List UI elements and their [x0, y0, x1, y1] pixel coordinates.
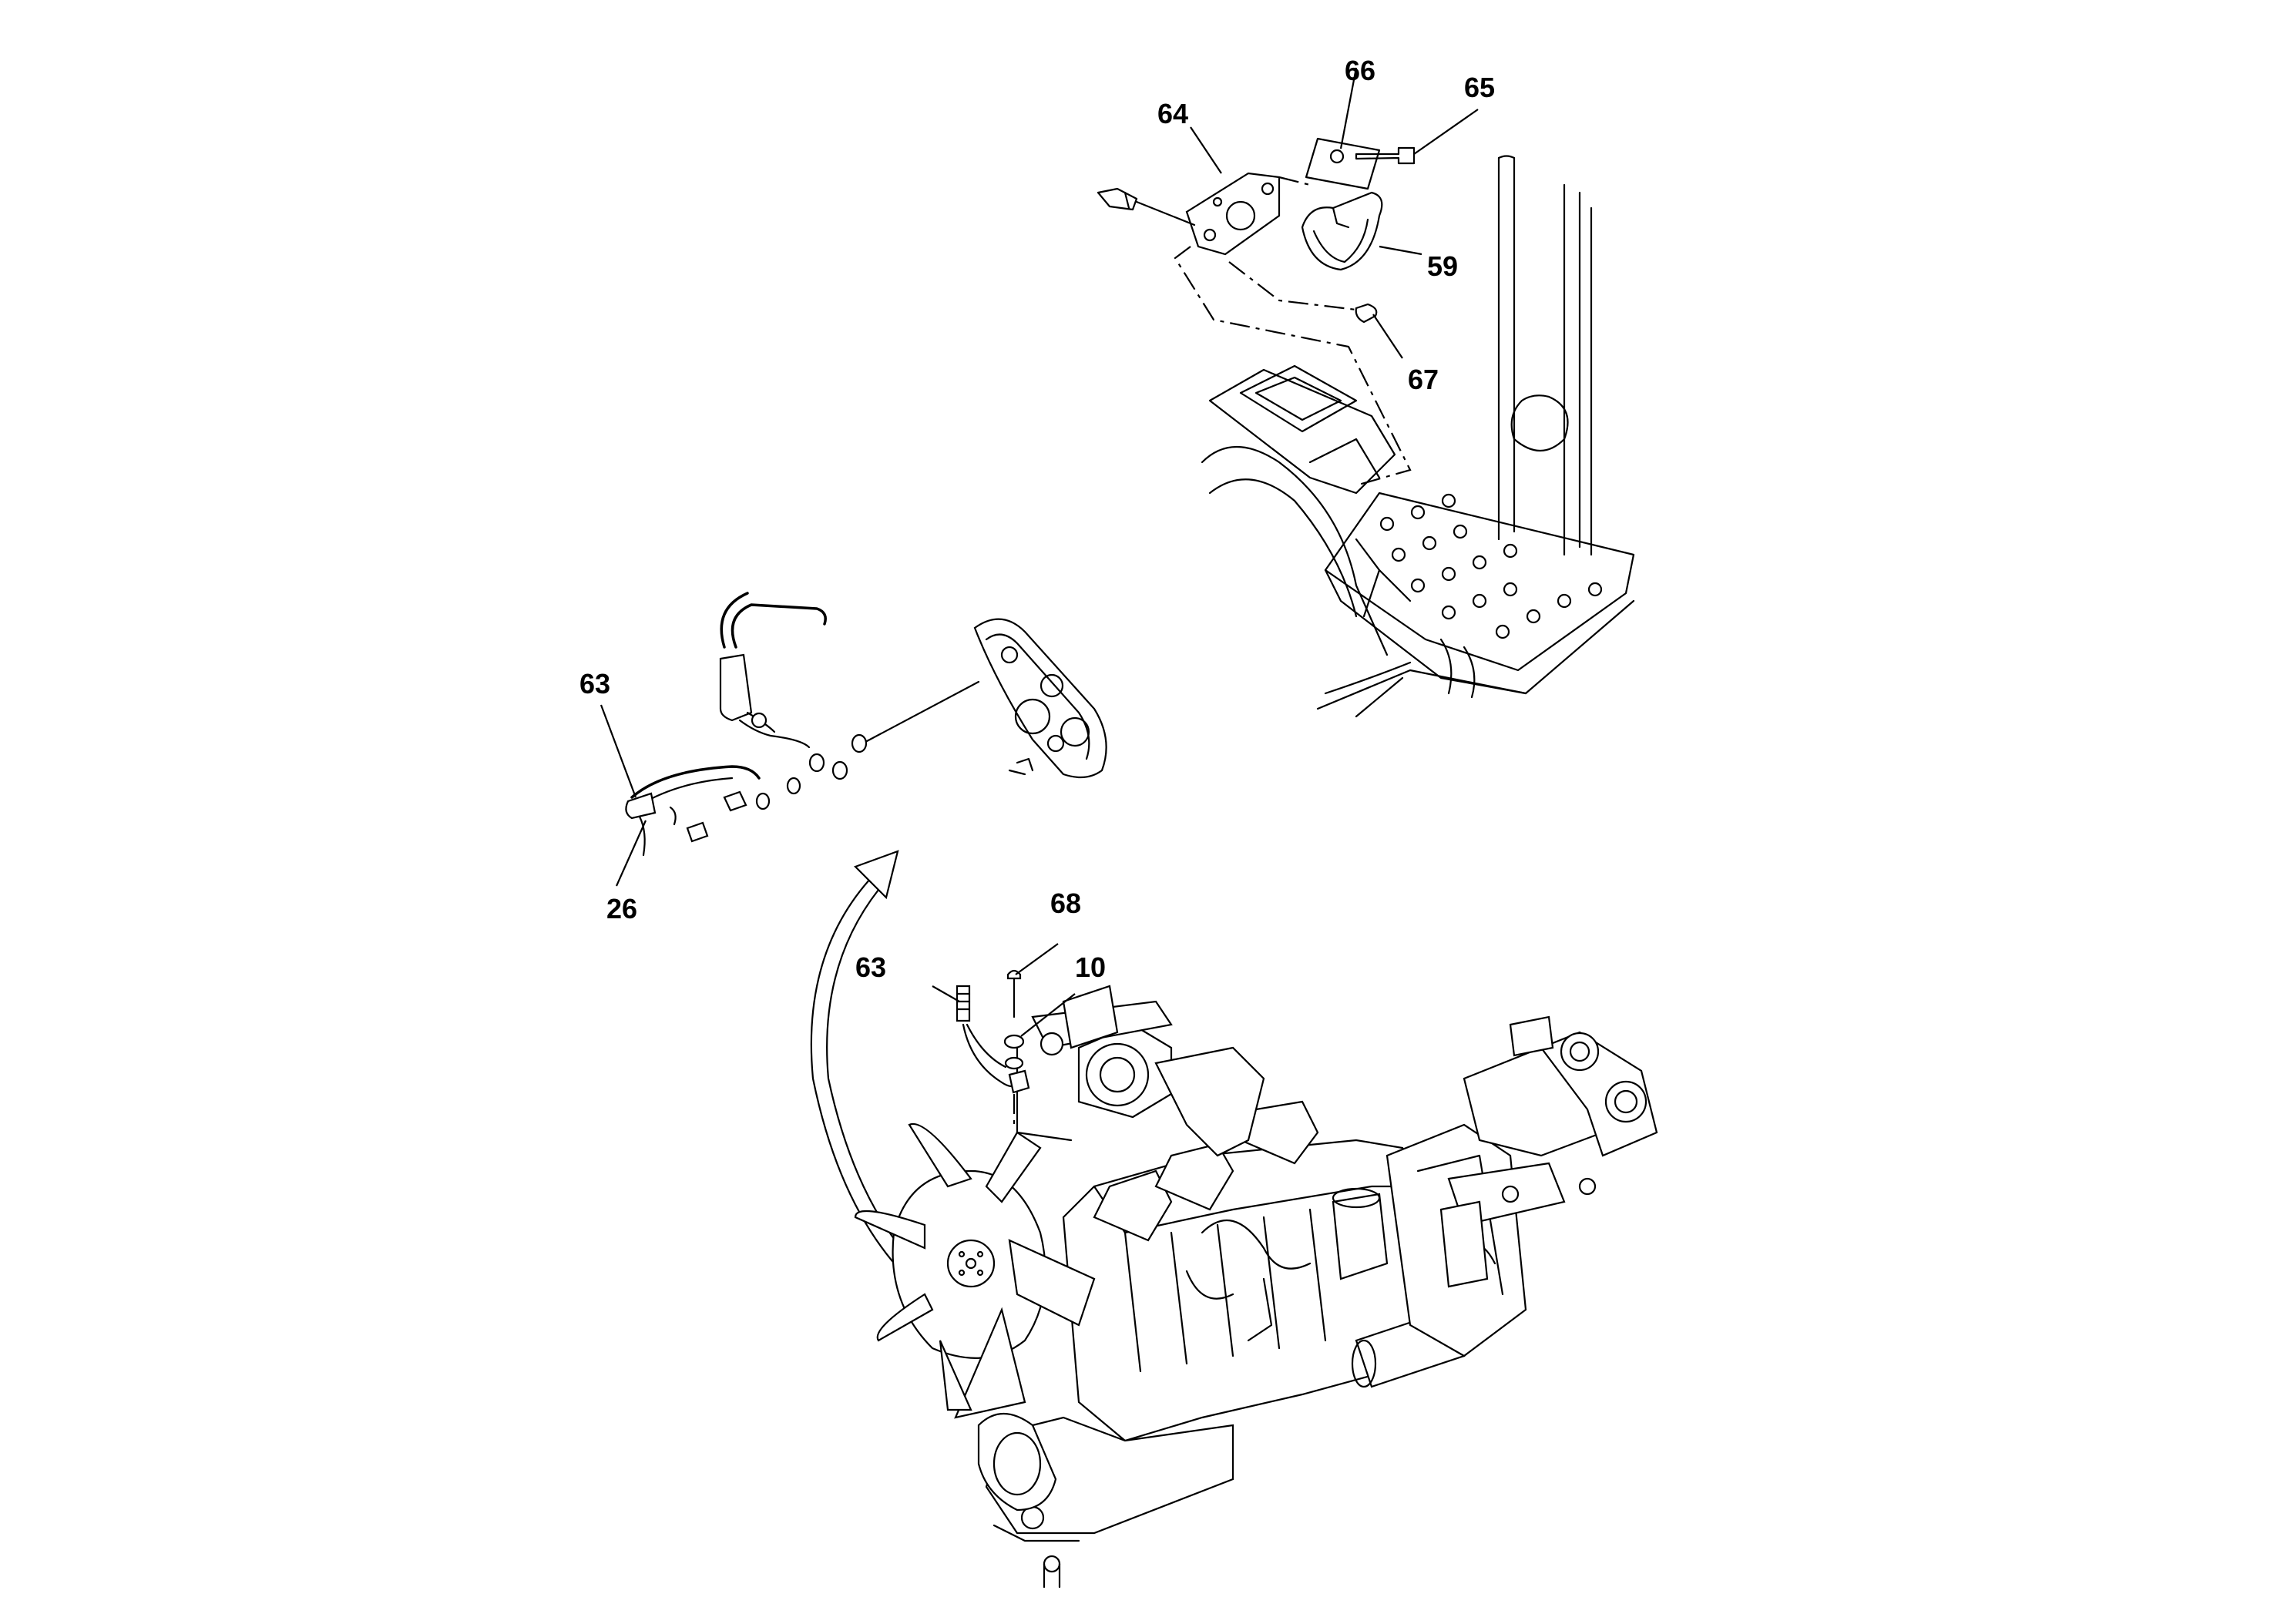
sensor-cable-detail: [625, 592, 1107, 1315]
callout-26: 26: [606, 893, 638, 924]
callout-64: 64: [1157, 98, 1189, 129]
cab-floor-assembly: [1097, 137, 1635, 718]
leader-lines: [600, 67, 1479, 1037]
callout-67: 67: [1408, 364, 1439, 395]
callout-66: 66: [1345, 55, 1376, 86]
callout-63-upper: 63: [579, 668, 611, 700]
callout-68: 68: [1050, 887, 1082, 919]
fan-icon: [854, 1122, 1096, 1419]
callout-59: 59: [1427, 250, 1459, 282]
callout-65: 65: [1464, 72, 1496, 103]
engine-assembly: [854, 969, 1658, 1589]
callout-63-lower: 63: [855, 951, 887, 983]
callout-10: 10: [1075, 951, 1107, 983]
